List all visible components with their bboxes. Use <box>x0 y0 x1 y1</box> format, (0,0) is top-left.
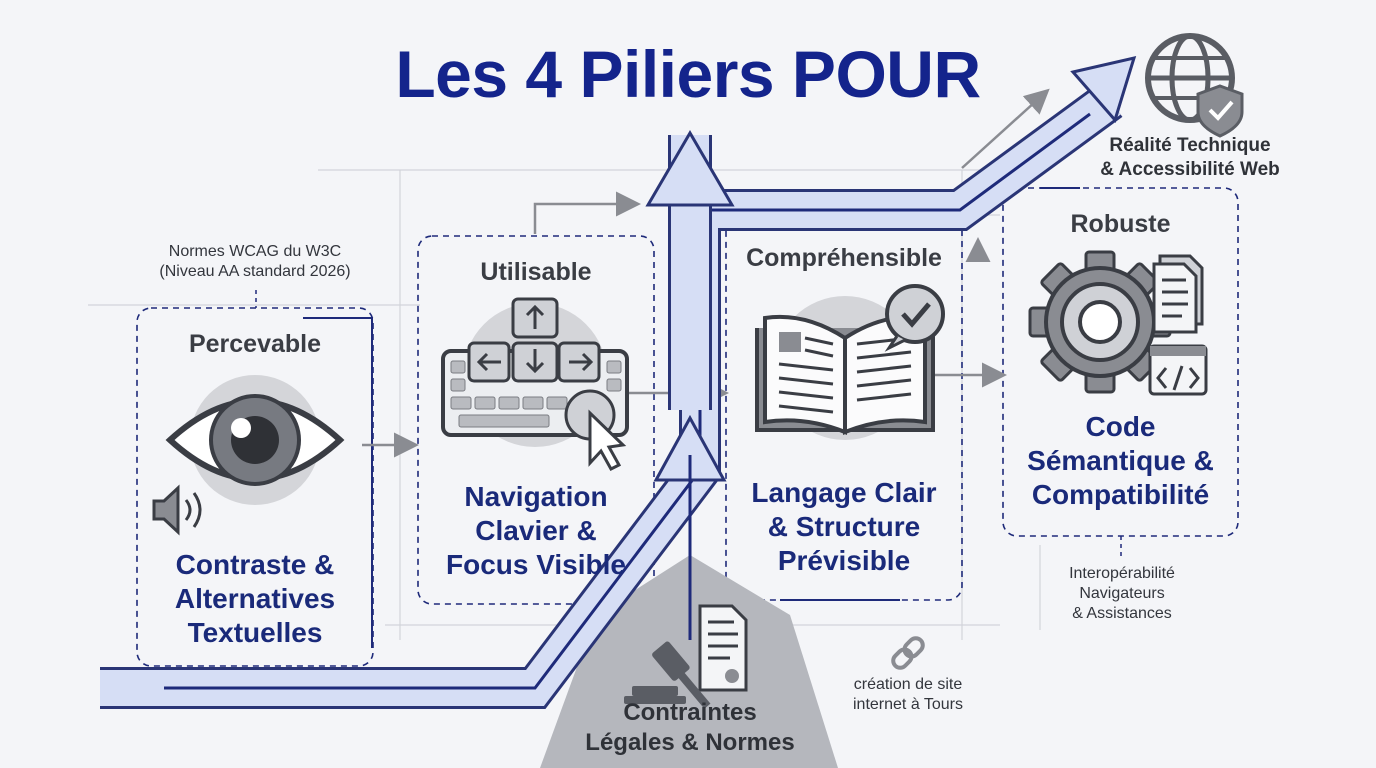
pillar-subtitle-comprehensible: Langage Clair & Structure Prévisible <box>751 477 937 576</box>
pillar-heading-percevable: Percevable <box>188 330 322 358</box>
pillar-subtitle-robuste: Code Sémantique & Compatibilité <box>1027 411 1214 510</box>
pillar-subtitle-utilisable: Navigation Clavier & Focus Visible <box>446 481 626 580</box>
site-creation-note: création de site internet à Tours <box>853 676 963 713</box>
gavel-document-icon <box>624 604 748 709</box>
technical-reality-label: Réalité Technique & Accessibilité Web <box>1100 135 1280 180</box>
globe-shield-icon <box>1145 33 1244 138</box>
pillar-heading-robuste: Robuste <box>1070 210 1171 238</box>
eye-icon <box>165 375 345 505</box>
code-window-icon <box>1148 344 1208 396</box>
keyboard-icon <box>441 297 629 471</box>
pillar-heading-comprehensible: Compréhensible <box>746 244 942 272</box>
pillar-heading-utilisable: Utilisable <box>480 258 592 286</box>
speaker-icon <box>152 484 202 536</box>
box-percevable <box>136 307 374 667</box>
page-title: Les 4 Piliers POUR <box>395 37 981 111</box>
link-icon <box>891 636 925 670</box>
box-utilisable <box>417 235 655 605</box>
interoperability-note: Interopérabilité Navigateurs & Assistanc… <box>1069 565 1175 622</box>
pillar-subtitle-percevable: Contraste & Alternatives Textuelles <box>174 549 336 648</box>
document-icon <box>1152 254 1204 334</box>
main-path <box>100 55 1137 709</box>
wcag-note: Normes WCAG du W3C (Niveau AA standard 2… <box>159 243 351 280</box>
legal-constraints-label: Contraintes Légales & Normes <box>585 699 795 756</box>
open-book-icon <box>755 284 945 440</box>
gear-icon <box>1028 250 1172 394</box>
